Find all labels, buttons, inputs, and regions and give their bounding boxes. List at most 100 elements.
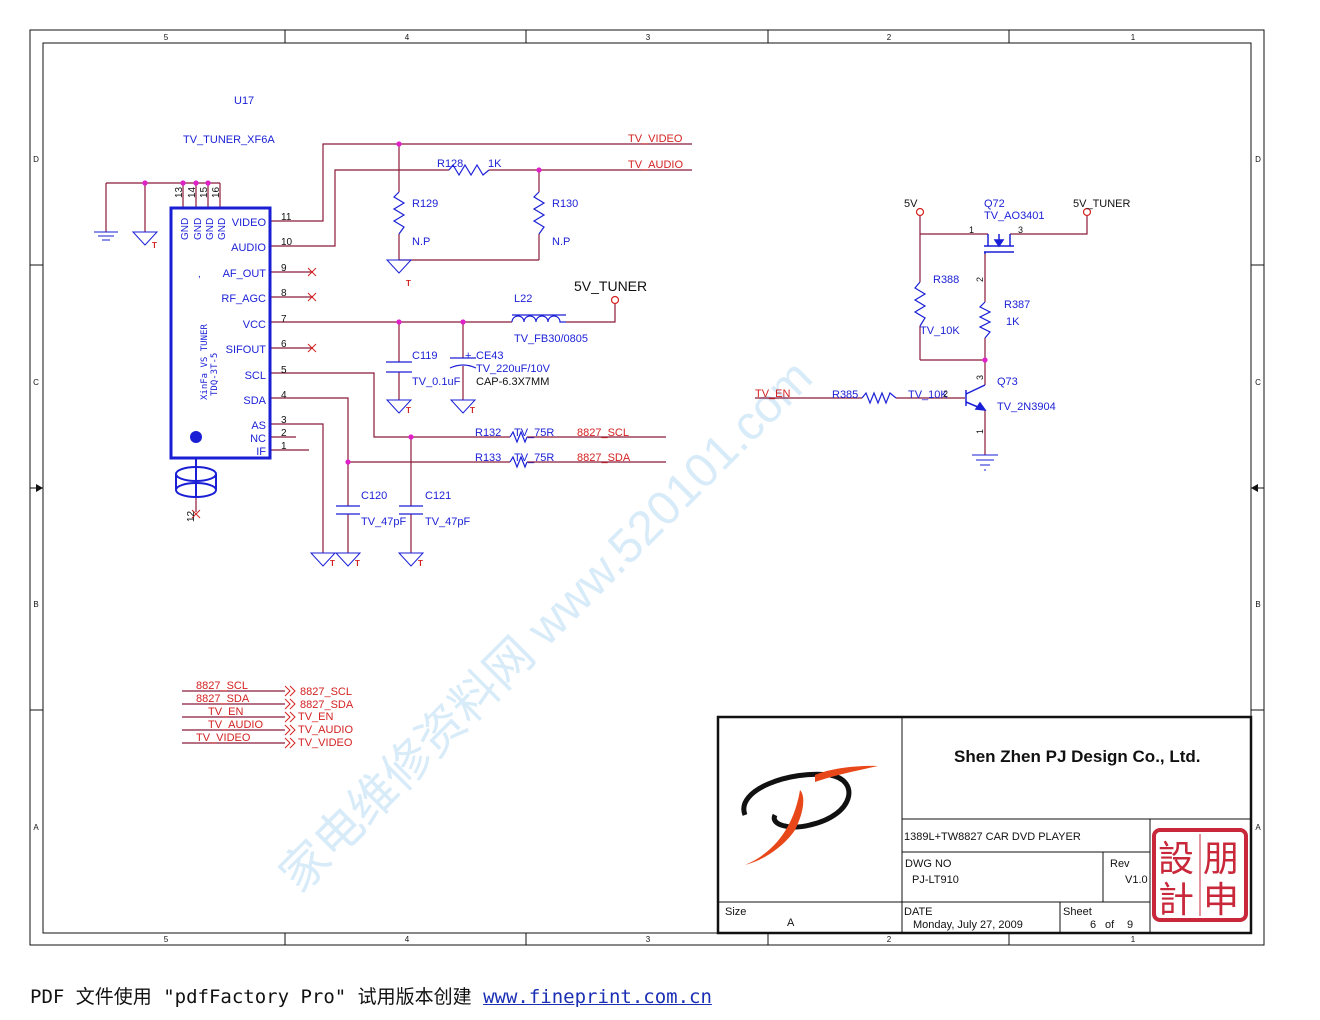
- svg-text:TV_75R: TV_75R: [514, 452, 554, 464]
- col-label: 1: [1131, 935, 1136, 944]
- offsheet-right-label: TV_VIDEO: [298, 737, 353, 749]
- pdf-footer: PDF 文件使用 "pdfFactory Pro" 试用版本创建 www.fin…: [30, 982, 712, 1009]
- pin-name-vcc: VCC: [243, 319, 266, 331]
- u17-tuner: U17 TV_TUNER_XF6A 13 14 15 16 GND GND GN…: [169, 95, 293, 522]
- grounds: [94, 231, 998, 567]
- net-tv-en: TV_EN: [755, 388, 791, 400]
- u17-body-text: XinFa VS TUNER: [200, 324, 210, 400]
- offsheet-left-label: TV_EN: [208, 706, 244, 718]
- ground-symbol: [309, 552, 337, 567]
- port-5v-tuner-l22: [610, 295, 620, 305]
- u17-body-text: TDQ-3T-5: [210, 353, 220, 396]
- u17-part: TV_TUNER_XF6A: [183, 134, 275, 146]
- pin-number: 11: [281, 212, 292, 223]
- svg-text:T: T: [330, 559, 335, 568]
- r130-resistor: [532, 191, 546, 235]
- seal-char: 朋: [1203, 838, 1239, 879]
- svg-text:TV_47pF: TV_47pF: [361, 516, 407, 528]
- seal-char: 計: [1158, 879, 1194, 920]
- sheet-total: 9: [1127, 919, 1133, 931]
- offsheet-right-label: TV_EN: [298, 711, 334, 723]
- pin-number: 14: [187, 186, 198, 198]
- svg-text:CAP-6.3X7MM: CAP-6.3X7MM: [476, 376, 549, 388]
- net-sda: 8827_SDA: [577, 452, 631, 464]
- pin-number: 6: [281, 339, 287, 350]
- border-labels: 5 4 3 2 1 5 4 3 2 1 D C B A D C B A: [33, 33, 1261, 944]
- size-value: A: [787, 917, 795, 929]
- ground-symbol: [94, 231, 118, 241]
- col-label: 3: [646, 935, 651, 944]
- power-5v-tuner: 5V_TUNER: [1073, 198, 1131, 210]
- transistor-pin-numbers: 1 3 2 3 2 1: [943, 225, 1023, 434]
- svg-text:R128: R128: [437, 158, 463, 170]
- pin-number: 7: [281, 314, 287, 325]
- svg-text:2: 2: [975, 277, 985, 282]
- sheet-of: of: [1105, 919, 1115, 931]
- svg-text:CE43: CE43: [476, 350, 504, 362]
- rev-value: V1.0: [1125, 874, 1148, 886]
- footer-text: PDF 文件使用 "pdfFactory Pro" 试用版本创建: [30, 986, 484, 1008]
- seal-char: 設: [1158, 838, 1194, 879]
- pin1-marker: [190, 431, 202, 443]
- seal-char: 申: [1203, 879, 1239, 920]
- svg-text:TV_AO3401: TV_AO3401: [984, 210, 1045, 222]
- pin-number: 3: [281, 415, 287, 426]
- size-label: Size: [725, 906, 746, 918]
- r129-resistor: [392, 191, 406, 235]
- junctions: [142, 141, 988, 465]
- svg-text:Q73: Q73: [997, 376, 1018, 388]
- col-label: 2: [887, 935, 892, 944]
- power-5v: 5V: [904, 198, 918, 210]
- ground-symbol: [385, 259, 413, 274]
- svg-text:R133: R133: [475, 452, 501, 464]
- svg-text:TV_75R: TV_75R: [514, 427, 554, 439]
- sheet-number: 6: [1090, 919, 1096, 931]
- gnd-pin-label: GND: [205, 218, 216, 240]
- footer-link[interactable]: www.fineprint.com.cn: [483, 986, 712, 1008]
- project-name: 1389L+TW8827 CAR DVD PLAYER: [904, 831, 1081, 843]
- port-5v: [915, 207, 925, 217]
- offsheet-right-label: 8827_SCL: [300, 686, 352, 698]
- svg-text:1K: 1K: [1006, 316, 1020, 328]
- row-label: B: [1255, 600, 1260, 609]
- u17-body: [169, 206, 272, 460]
- gnd-pin-label: GND: [217, 218, 228, 240]
- pin-number: 8: [281, 288, 287, 299]
- pin-name-as: AS: [251, 420, 266, 432]
- pin-name-sifout: SIFOUT: [226, 344, 267, 356]
- svg-text:TV_47pF: TV_47pF: [425, 516, 471, 528]
- svg-text:R129: R129: [412, 198, 438, 210]
- date-value: Monday, July 27, 2009: [913, 919, 1023, 931]
- logo-letter: P: [0, 0, 1, 1]
- svg-text:C119: C119: [412, 350, 437, 362]
- svg-text:R130: R130: [552, 198, 578, 210]
- svg-text:2: 2: [943, 389, 948, 399]
- row-label: B: [33, 600, 38, 609]
- ground-symbol: [334, 552, 362, 567]
- svg-text:N.P: N.P: [552, 236, 570, 248]
- svg-text:T: T: [418, 559, 423, 568]
- power-5v-tuner-l22: 5V_TUNER: [574, 278, 647, 294]
- svg-text:T: T: [406, 406, 411, 415]
- svg-text:TV_2N3904: TV_2N3904: [997, 401, 1056, 413]
- rev-label: Rev: [1110, 858, 1130, 870]
- col-label: 4: [405, 33, 410, 42]
- col-label: 2: [887, 33, 892, 42]
- row-label: A: [33, 823, 39, 832]
- pin-number: 1: [281, 441, 287, 452]
- pin-name-nc: NC: [250, 433, 266, 445]
- svg-text:L22: L22: [514, 293, 532, 305]
- svg-text:T: T: [470, 406, 475, 415]
- svg-text:TV_0.1uF: TV_0.1uF: [412, 376, 461, 388]
- pin-name-if: IF: [256, 446, 266, 458]
- svg-text:1: 1: [969, 225, 974, 235]
- svg-text:TV_FB30/0805: TV_FB30/0805: [514, 333, 588, 345]
- pin-name-video: VIDEO: [232, 217, 267, 229]
- net-ports: [610, 207, 1092, 305]
- date-label: DATE: [904, 906, 933, 918]
- dwg-no: PJ-LT910: [912, 874, 959, 886]
- pin-number: 15: [199, 186, 210, 198]
- pin-number: 9: [281, 263, 287, 274]
- col-label: 5: [164, 935, 169, 944]
- ground-symbol: [449, 399, 477, 414]
